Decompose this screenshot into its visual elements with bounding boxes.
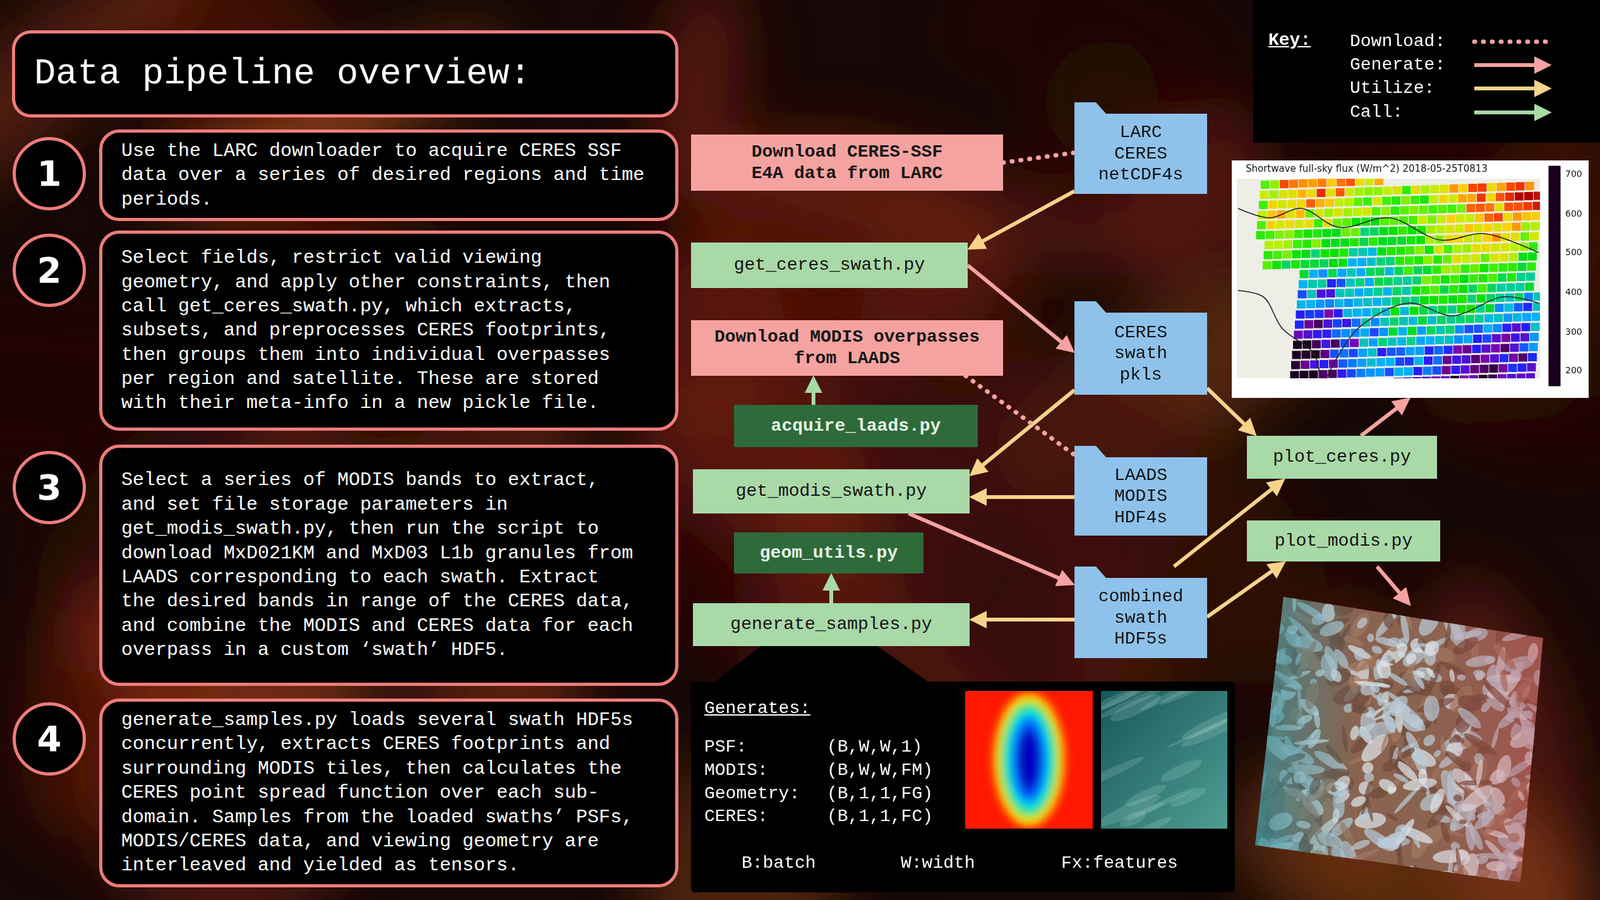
node-text: CERES swath pkls (1093, 322, 1189, 386)
node-text: 4 (37, 721, 62, 757)
flow-arrow (974, 617, 1075, 622)
step-box: Use the LARC downloader to acquire CERES… (99, 129, 679, 222)
step-box: Select fields, restrict valid viewing ge… (99, 230, 679, 431)
colorbar-tick: 600 (1565, 207, 1583, 220)
node-text: Shortwave full-sky flux (W/m^2) 2018-05-… (1245, 162, 1488, 175)
legend-sample (1474, 110, 1547, 115)
helper-script-box: acquire_laads.py (733, 404, 978, 448)
node-text: Select fields, restrict valid viewing ge… (121, 245, 640, 416)
node-text: LARC CERES netCDF4s (1093, 121, 1189, 186)
tensor-spec-text: (B,W,W,1) (826, 736, 923, 758)
legend-sample (1474, 39, 1552, 45)
legend-entry: Download: (1349, 30, 1446, 53)
node-text: get_ceres_swath.py (733, 254, 925, 277)
legend-entry: Generate: (1349, 54, 1446, 76)
flow-arrow (1207, 564, 1282, 618)
step-number: 4 (12, 702, 86, 776)
node-text: generate_samples.py (730, 613, 932, 636)
step-number: 2 (12, 233, 86, 307)
flow-arrow (829, 578, 834, 604)
node-text: 3 (37, 469, 62, 506)
node-text: plot_modis.py (1274, 530, 1413, 553)
flow-arrow (1207, 388, 1253, 433)
node-text: Download CERES-SSF E4A data from LARC (739, 141, 955, 184)
node-text: Select a series of MODIS bands to extrac… (121, 468, 640, 662)
tensor-spec-text: W:width (900, 852, 976, 875)
tensor-spec-text: Fx:features (1061, 852, 1179, 875)
step-number: 1 (12, 137, 86, 211)
node-text: generate_samples.py loads several swath … (121, 708, 640, 879)
node-text: plot_ceres.py (1272, 446, 1411, 469)
tensor-spec-text: PSF: (704, 736, 747, 758)
node-text: 1 (37, 156, 62, 192)
download-box: Download CERES-SSF E4A data from LARC (691, 134, 1004, 191)
tensor-spec-text: MODIS: (704, 759, 769, 782)
legend-heading: Key: (1268, 29, 1311, 52)
step-number: 3 (12, 451, 86, 525)
flow-arrow (1361, 401, 1407, 436)
data-folder: combined swath HDF5s (1074, 566, 1208, 659)
data-folder: LAADS MODIS HDF4s (1074, 445, 1208, 536)
tensor-spec-text: CERES: (704, 806, 769, 828)
data-folder: LARC CERES netCDF4s (1074, 102, 1208, 194)
flow-arrow (974, 495, 1075, 500)
step-box: generate_samples.py loads several swath … (99, 698, 679, 888)
output-panel: Generates: PSF: (B,W,W,1) MODIS: (B,W,W,FM) G… (691, 681, 1235, 893)
flow-arrow (908, 513, 1071, 584)
script-box: plot_ceres.py (1246, 435, 1438, 479)
data-folder: CERES swath pkls (1074, 301, 1208, 395)
colorbar-tick: 700 (1565, 168, 1583, 180)
node-text: combined swath HDF5s (1093, 586, 1189, 650)
colorbar-tick: 500 (1565, 246, 1583, 258)
legend-sample (1474, 63, 1547, 67)
node-text: 2 (37, 252, 62, 289)
flow-arrow (811, 380, 816, 405)
node-text: LAADS MODIS HDF4s (1093, 464, 1189, 529)
diagram-title: Data pipeline overview: (34, 52, 532, 96)
colorbar-tick: 300 (1565, 325, 1583, 338)
tensor-spec-text: (B,1,1,FC) (826, 806, 933, 828)
legend-sample (1474, 86, 1547, 91)
tensor-spec-text: Generates: (704, 697, 811, 720)
download-link (965, 375, 1075, 455)
script-box: get_modis_swath.py (692, 469, 970, 514)
step-box: Select a series of MODIS bands to extrac… (99, 444, 679, 686)
legend-entry: Call: (1349, 101, 1403, 124)
script-box: plot_modis.py (1246, 520, 1441, 562)
tensor-spec-text: (B,W,W,FM) (826, 759, 933, 782)
node-text: get_modis_swath.py (735, 480, 927, 503)
flux-plot: Shortwave full-sky flux (W/m^2) 2018-05-… (1231, 160, 1589, 398)
helper-script-box: geom_utils.py (733, 532, 924, 574)
node-text: Download MODIS overpasses from LAADS (708, 326, 987, 369)
legend-entry: Utilize: (1349, 77, 1435, 100)
title-box: Data pipeline overview: (12, 30, 679, 118)
download-box: Download MODIS overpasses from LAADS (691, 320, 1004, 376)
tensor-spec-text: B:batch (741, 852, 817, 875)
flow-arrow (972, 191, 1075, 247)
colorbar-tick: 200 (1565, 364, 1583, 376)
tensor-spec-text: Geometry: (704, 783, 800, 805)
tensor-spec-text: (B,1,1,FG) (826, 783, 933, 805)
node-text: geom_utils.py (759, 542, 898, 565)
download-link (1003, 152, 1075, 163)
script-box: get_ceres_swath.py (691, 242, 968, 289)
script-box: generate_samples.py (692, 603, 970, 647)
flow-arrow (973, 390, 1075, 474)
colorbar-tick: 400 (1565, 286, 1583, 298)
node-text: Use the LARC downloader to acquire CERES… (121, 138, 646, 212)
node-text: acquire_laads.py (771, 415, 942, 438)
